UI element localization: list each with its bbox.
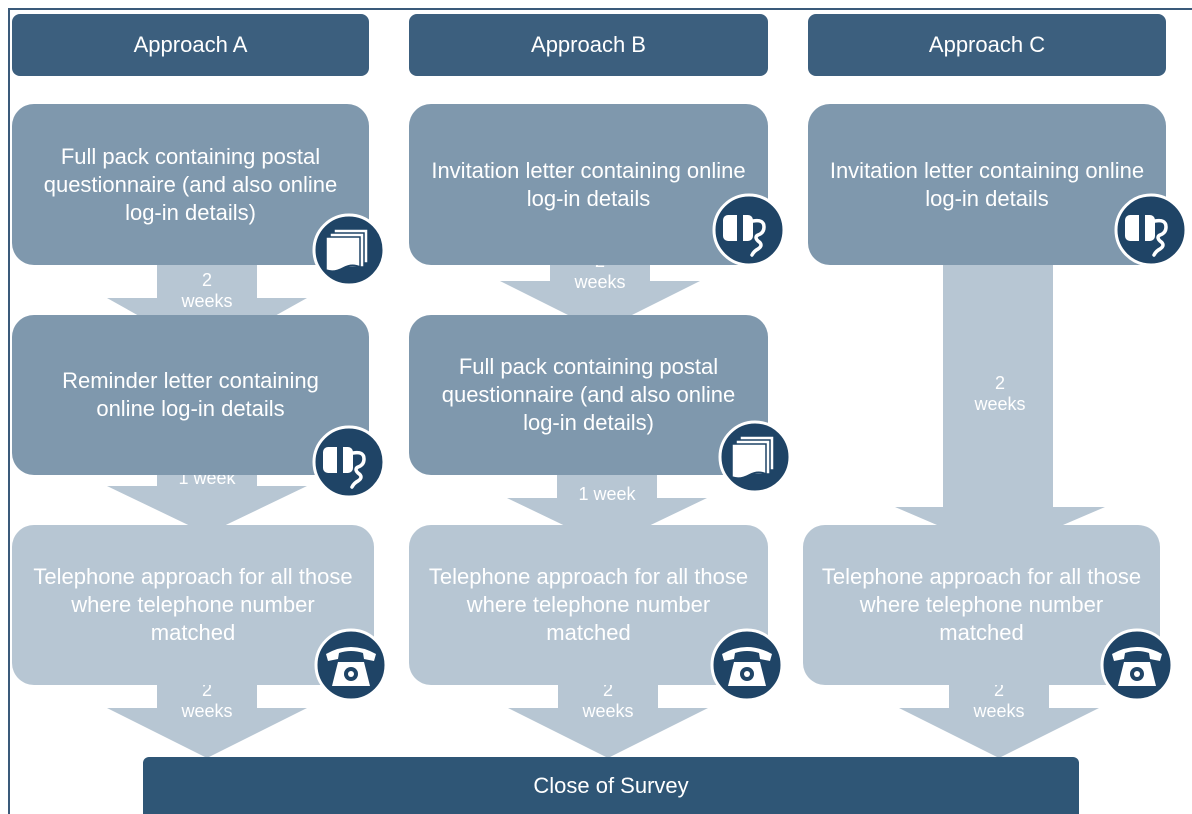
questionnaire-pack-icon <box>718 420 792 494</box>
approach-c-header: Approach C <box>808 14 1166 76</box>
step-a1: Full pack containing postal questionnair… <box>12 104 369 265</box>
step-a3: Telephone approach for all those where t… <box>12 525 374 685</box>
questionnaire-pack-icon <box>312 213 386 287</box>
interval-label: 1 week <box>578 484 636 504</box>
approach-a-header: Approach A <box>12 14 369 76</box>
diagram-frame <box>8 8 1192 814</box>
close-of-survey-bar: Close of Survey <box>143 757 1079 814</box>
telephone-icon <box>1100 628 1174 702</box>
step-a2: Reminder letter containing online log-in… <box>12 315 369 475</box>
telephone-icon <box>314 628 388 702</box>
letter-icon <box>312 425 386 499</box>
step-b1: Invitation letter containing online log-… <box>409 104 768 265</box>
step-c1: Invitation letter containing online log-… <box>808 104 1166 265</box>
letter-icon <box>1114 193 1188 267</box>
telephone-icon <box>710 628 784 702</box>
interval-arrow-b2: 1 week <box>507 458 707 546</box>
step-c2: Telephone approach for all those where t… <box>803 525 1160 685</box>
step-b3: Telephone approach for all those where t… <box>409 525 768 685</box>
letter-icon <box>712 193 786 267</box>
step-b2: Full pack containing postal questionnair… <box>409 315 768 475</box>
approach-b-header: Approach B <box>409 14 768 76</box>
